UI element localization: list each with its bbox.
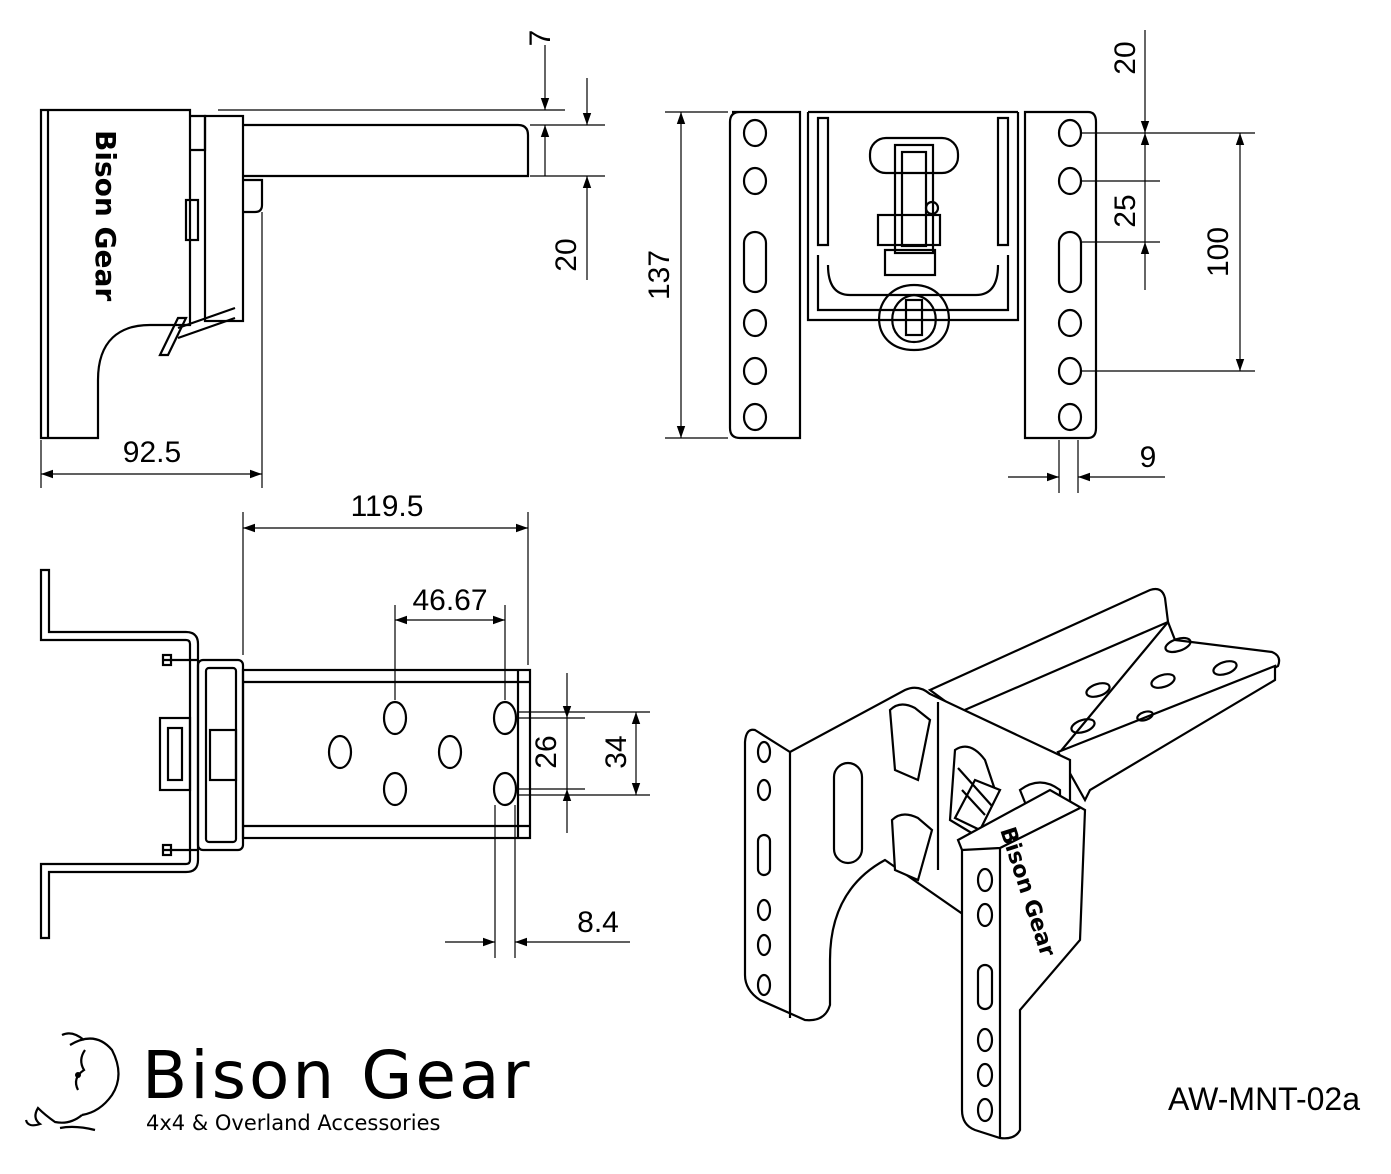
front-left-holes (742, 118, 768, 432)
logo-tagline: 4x4 & Overland Accessories (146, 1111, 440, 1135)
dim-46-67-label: 46.67 (412, 584, 487, 617)
dim-119-5: 119.5 (243, 490, 528, 533)
dim-137-label: 137 (643, 250, 676, 300)
iso-arm-holes (1070, 636, 1238, 734)
dim-119-5-label: 119.5 (351, 490, 424, 523)
front-right-holes (1057, 118, 1083, 432)
top-view (39, 512, 650, 958)
part-number: AW-MNT-02a (1168, 1081, 1360, 1117)
dim-34: 34 (600, 712, 641, 795)
isometric-view: Bison Gear (743, 587, 1281, 1140)
dim-8-4: 8.4 (445, 906, 630, 947)
dim-20-top-label: 20 (1109, 41, 1142, 74)
dim-92-5-label: 92.5 (123, 436, 181, 469)
dim-26: 26 (530, 673, 572, 833)
dim-100-label: 100 (1202, 227, 1235, 277)
dim-25-label: 25 (1109, 194, 1142, 227)
dim-20-side: 20 (550, 78, 592, 280)
iso-front-holes (976, 867, 994, 1123)
dim-9: 9 (1008, 441, 1165, 482)
bison-logo-icon (24, 1032, 120, 1132)
dim-20-top: 20 (1109, 30, 1150, 181)
front-view (665, 110, 1255, 493)
dim-26-label: 26 (530, 735, 563, 768)
dim-100: 100 (1202, 133, 1245, 371)
dim-8-4-label: 8.4 (577, 906, 619, 939)
dim-7: 7 (524, 30, 557, 176)
side-view: Bison Gear (39, 108, 605, 488)
logo-brand: Bison Gear (142, 1037, 533, 1114)
side-label: Bison Gear (89, 130, 122, 301)
dim-20-side-label: 20 (550, 238, 583, 271)
dim-137: 137 (643, 112, 686, 438)
dim-46-67: 46.67 (395, 584, 505, 625)
iso-back-holes (756, 740, 772, 997)
dim-9-label: 9 (1140, 441, 1157, 474)
dim-34-label: 34 (600, 735, 633, 768)
dim-7-label: 7 (524, 30, 557, 47)
top-view-holes (327, 700, 518, 807)
dim-92-5: 92.5 (41, 436, 262, 479)
dim-25: 25 (1109, 181, 1150, 290)
